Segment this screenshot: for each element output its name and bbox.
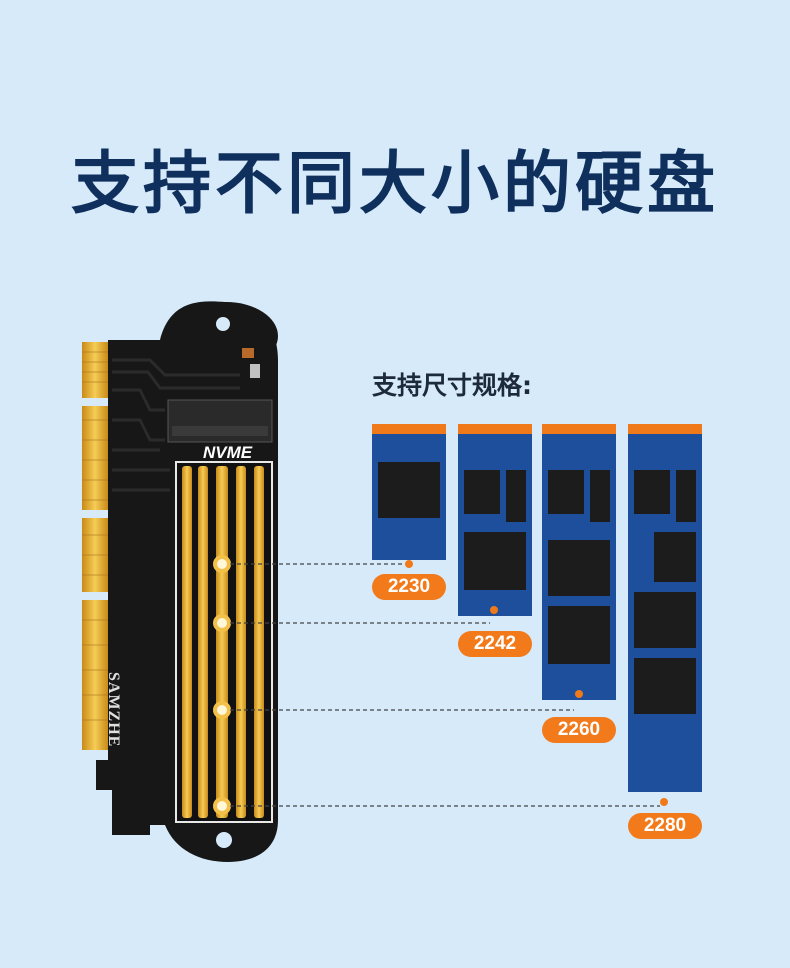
- size-badge-2242: 2242: [458, 631, 532, 657]
- brand-label: SAMZHE: [105, 672, 122, 748]
- gold-fingers: [82, 342, 108, 750]
- page-title: 支持不同大小的硬盘: [70, 145, 719, 224]
- capacitor: [250, 364, 260, 378]
- size-guide-lines: [230, 563, 660, 807]
- size-badge-2280: 2280: [628, 813, 702, 839]
- ssd-2260: [542, 424, 616, 700]
- ssd-2230: [372, 424, 446, 568]
- gold-rails: [182, 466, 264, 818]
- spec-heading: 支持尺寸规格:: [372, 371, 532, 400]
- pcb-head: [174, 302, 278, 370]
- mount-hole-top: [216, 317, 230, 331]
- ssd-2242: [458, 424, 532, 616]
- m2-slot-pins: [172, 426, 268, 436]
- pcie-adapter-card: [82, 301, 278, 862]
- nvme-label: NVME: [203, 443, 253, 462]
- resistor: [242, 348, 254, 358]
- size-badge-2230: 2230: [372, 574, 446, 600]
- pcb-traces: [112, 358, 240, 492]
- size-badge-2260: 2260: [542, 717, 616, 743]
- ssd-2280: [628, 424, 702, 806]
- standoff-holes: [213, 555, 231, 815]
- mount-hole-bottom: [216, 832, 232, 848]
- finger-lines: [82, 351, 108, 721]
